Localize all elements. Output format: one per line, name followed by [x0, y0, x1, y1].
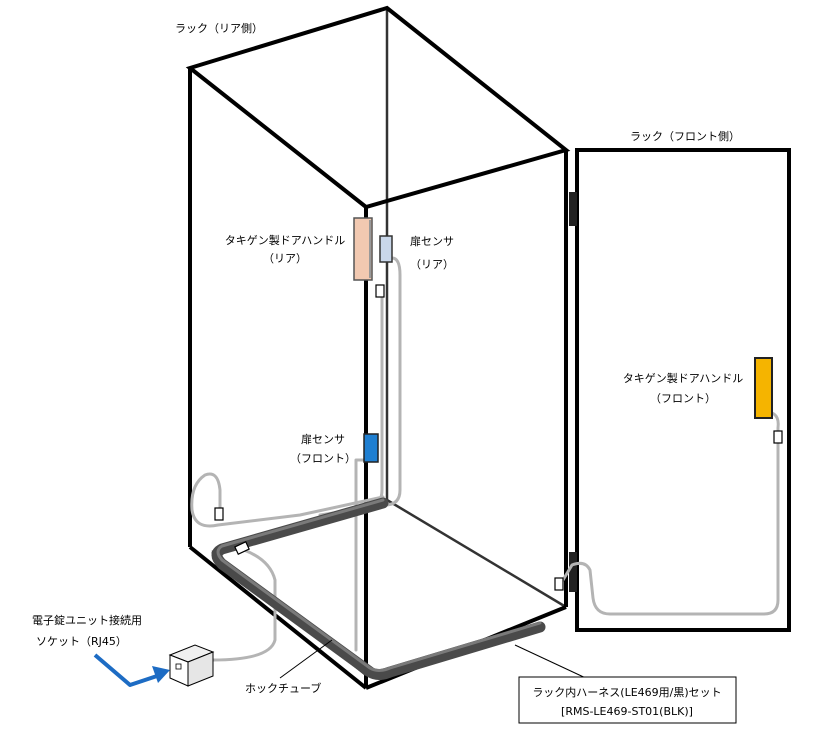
harness-label-line1: ラック内ハーネス(LE469用/黒)セット	[532, 685, 721, 699]
socket-arrow	[93, 653, 170, 687]
hook-tube-leader	[279, 639, 333, 679]
rear-door-sensor-body	[379, 235, 393, 263]
rear-handle-cable	[318, 291, 384, 517]
rear-handle-connector	[375, 284, 385, 298]
left-loop-cable	[190, 472, 385, 528]
hook-tube-label: ホックチューブ	[245, 681, 321, 695]
socket-label-line1: 電子錠ユニット接続用	[32, 613, 142, 627]
front-door-sensor	[363, 433, 379, 463]
rear-sensor-label-line1: 扉センサ	[410, 235, 454, 248]
front-door-handle-body	[754, 357, 773, 419]
harness-label-box	[518, 676, 737, 724]
front-door-bottom-connector	[554, 577, 564, 591]
rack-back-bottom-right-edge	[386, 498, 567, 609]
door-hinge-top	[569, 192, 577, 226]
hook-tube-highlight	[216, 498, 542, 672]
left-connector	[214, 507, 224, 521]
rear-sensor-cable	[383, 256, 402, 507]
socket-cable	[211, 548, 277, 662]
front-handle-connector	[773, 430, 783, 444]
hook-tube-path	[211, 497, 546, 680]
socket-box-side	[187, 651, 214, 687]
door-hinge-bottom	[569, 552, 577, 592]
front-sensor-label-line1: 扉センサ	[301, 433, 345, 446]
rear-handle-label-line2: （リア）	[263, 252, 307, 265]
rear-door-sensor	[379, 235, 393, 263]
arrow-head-icon	[152, 666, 170, 683]
leader-lines	[279, 639, 591, 681]
front-door	[569, 148, 791, 632]
rj45-socket	[168, 644, 215, 687]
front-sensor-cable	[354, 458, 368, 652]
front-door-handle	[754, 357, 773, 419]
rack-top-face	[185, 5, 571, 210]
front-sensor-label-line2: （フロント）	[290, 452, 356, 465]
rack-rear-label: ラック（リア側）	[175, 22, 263, 35]
connectors	[214, 284, 783, 591]
rack-bottom-left-edge	[188, 545, 368, 690]
front-door-panel	[575, 148, 791, 632]
socket-label-line2: ソケット（RJ45）	[36, 635, 127, 648]
front-handle-label-line1: タキゲン製ドアハンドル	[623, 371, 744, 385]
rear-door-handle-body	[353, 217, 373, 281]
rear-door-handle	[353, 217, 373, 281]
rack-front-label: ラック（フロント側）	[630, 130, 740, 143]
rear-sensor-label-line2: （リア）	[410, 258, 454, 271]
arrow-shaft	[93, 653, 161, 687]
front-handle-cable	[558, 442, 780, 616]
harness-label-line2: [RMS-LE469-ST01(BLK)]	[561, 705, 693, 718]
hook-tube	[211, 497, 546, 680]
rear-handle-label-line1: タキゲン製ドアハンドル	[225, 233, 346, 247]
front-handle-label-line2: （フロント）	[650, 392, 716, 405]
harness-leader	[514, 644, 591, 681]
floor-connector	[234, 541, 250, 555]
rj45-port-icon	[175, 663, 182, 670]
front-door-sensor-body	[363, 433, 379, 463]
